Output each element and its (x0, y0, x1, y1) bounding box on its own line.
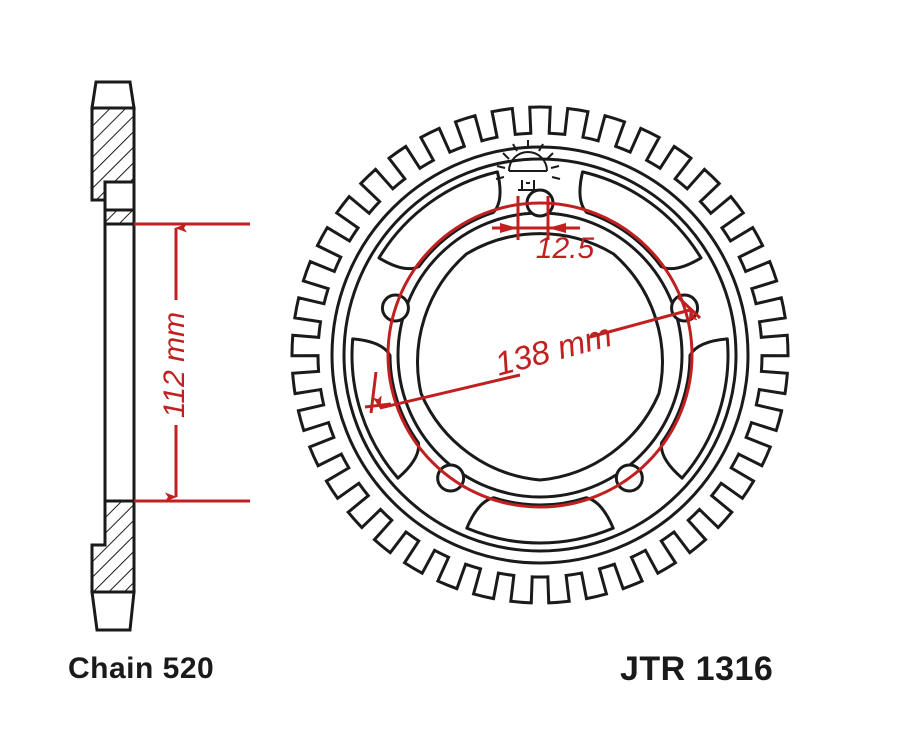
side-profile-top-gap-band (103, 180, 136, 212)
side-profile-top-tooth-tip (90, 80, 136, 110)
side-profile-bottom-tooth-tip (90, 590, 136, 632)
rim-inner-circle (342, 157, 738, 553)
side-profile-bottom-hatch (90, 499, 136, 594)
center-bore-outline (416, 232, 664, 482)
dimension-12-5-label: 12.5 (536, 232, 595, 265)
dimension-112mm: 112 mm (134, 222, 250, 503)
side-profile-web-plate (103, 222, 136, 503)
sunburst-detail-symbol (495, 140, 561, 191)
rim-outer-circle (330, 145, 750, 565)
side-profile-section-view: 112 mm (90, 80, 250, 632)
side-profile-top-hatch-lower (103, 208, 136, 226)
face-view: 12.5 138 mm (290, 105, 790, 605)
dimension-12-5-arrow-right (548, 223, 566, 233)
dimension-12-5: 12.5 (492, 196, 595, 265)
dimension-138mm-leader-left (372, 373, 521, 410)
dimension-138mm-leader-right (589, 308, 698, 339)
dimension-112mm-label: 112 mm (158, 312, 191, 418)
lightening-cutout (465, 496, 615, 545)
bolt-circle-reference (386, 201, 694, 509)
dimension-12-5-arrow-left (500, 223, 518, 233)
